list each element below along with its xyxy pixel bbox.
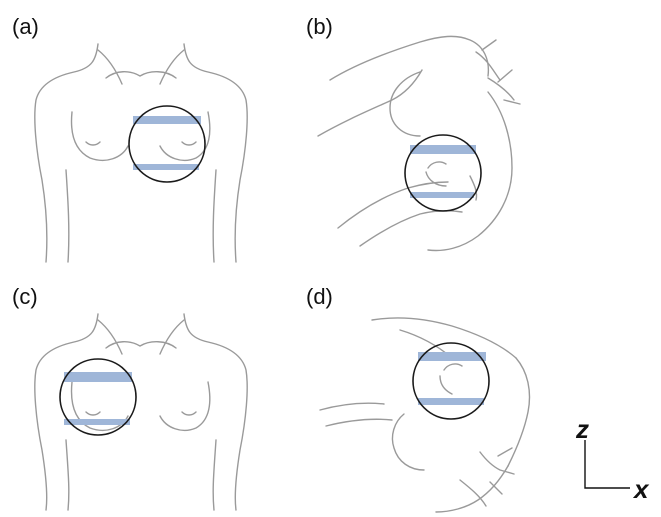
plate-top — [418, 352, 486, 361]
plate-top — [64, 372, 132, 382]
plate-bottom — [410, 192, 474, 198]
z-axis-label: z — [576, 414, 589, 445]
plate-bottom — [418, 398, 484, 405]
axes-indicator — [585, 440, 630, 488]
x-axis-label: x — [634, 474, 648, 505]
plate-bottom — [133, 164, 199, 170]
panel-a-torso — [35, 44, 247, 262]
plate-top — [133, 116, 201, 124]
plate-top — [410, 145, 476, 154]
panel-b-torso — [318, 36, 520, 250]
plate-bottom — [64, 419, 130, 425]
panel-c-torso — [35, 314, 247, 510]
panel-d-torso — [320, 318, 530, 512]
